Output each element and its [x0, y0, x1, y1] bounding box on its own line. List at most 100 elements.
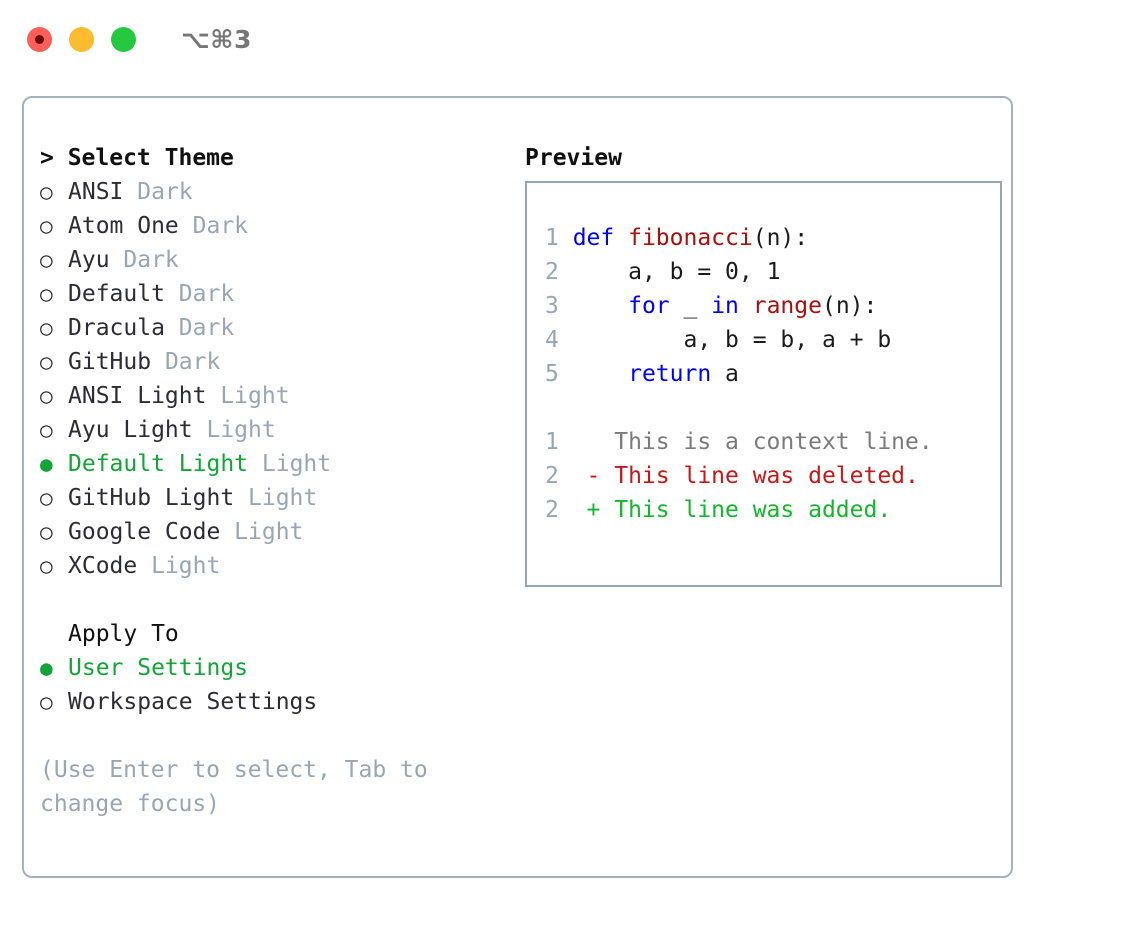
- theme-option-github-light[interactable]: ○GitHub Light Light: [40, 481, 510, 515]
- theme-option-kind: Light: [248, 485, 318, 511]
- theme-option-kind: Dark: [178, 315, 235, 341]
- theme-option-xcode[interactable]: ○ XCode Light: [40, 549, 510, 583]
- radio-unselected-icon: ○: [40, 180, 53, 204]
- radio-unselected-icon: ○: [40, 384, 53, 408]
- theme-option-label: XCode: [68, 553, 152, 579]
- select-theme-heading: > Select Theme: [40, 145, 234, 171]
- diff-line: 2 - This line was deleted.: [545, 459, 1000, 493]
- minimize-button[interactable]: [69, 26, 94, 52]
- theme-option-label: Google Code: [68, 519, 235, 545]
- theme-option-label: Dracula: [68, 315, 179, 341]
- radio-selected-icon: ●: [40, 452, 53, 476]
- diff-line: 1 This is a context line.: [545, 425, 1000, 459]
- code-token: def: [572, 225, 629, 251]
- code-token: in: [711, 293, 753, 319]
- diff-sample: 1 This is a context line.2 - This line w…: [545, 425, 1000, 527]
- window-controls: [27, 26, 136, 52]
- theme-option-kind: Dark: [137, 179, 193, 205]
- code-line: 1 def fibonacci(n):: [545, 221, 1000, 255]
- code-line: 3 for _ in range(n):: [545, 289, 1000, 323]
- theme-option-ayu-light[interactable]: ○Ayu Light Light: [40, 413, 510, 447]
- radio-unselected-icon: ○: [40, 350, 53, 374]
- diff-line-number: 1: [545, 429, 587, 455]
- code-token: a, b = 0, 1: [572, 259, 781, 285]
- code-token: (n):: [821, 293, 878, 319]
- recording-indicator-icon: [35, 34, 44, 44]
- maximize-button[interactable]: [111, 26, 136, 52]
- theme-option-label: Ayu Light: [68, 417, 207, 443]
- keyboard-shortcut-label: ⌥⌘3: [181, 24, 252, 54]
- radio-selected-icon: ●: [40, 656, 53, 680]
- theme-option-label: ANSI: [68, 179, 138, 205]
- theme-option-dracula[interactable]: ○Dracula Dark: [40, 311, 510, 345]
- code-line-number: 5: [545, 361, 573, 387]
- diff-line-text: + This line was added.: [586, 497, 892, 523]
- code-token: [573, 361, 628, 387]
- radio-unselected-icon: ○: [40, 520, 53, 544]
- theme-option-google-code[interactable]: ○ Google Code Light: [40, 515, 510, 549]
- theme-option-label: Default Light: [68, 451, 262, 477]
- apply-to-option-workspace-settings[interactable]: ○ Workspace Settings: [40, 685, 510, 719]
- theme-option-label: ANSI Light: [68, 383, 221, 409]
- apply-to-option-user-settings[interactable]: ● User Settings: [40, 651, 510, 685]
- theme-option-kind: Dark: [123, 247, 179, 273]
- code-token: _: [669, 293, 712, 319]
- radio-unselected-icon: ○: [40, 554, 53, 578]
- code-token: [573, 293, 628, 319]
- theme-option-kind: Light: [261, 451, 332, 477]
- code-line-number: 4: [545, 327, 573, 353]
- code-token: return: [628, 361, 712, 387]
- theme-option-ansi-light[interactable]: ○ ANSI Light Light: [40, 379, 510, 413]
- code-line-number: 3: [545, 293, 573, 319]
- apply-to-heading: Apply To: [68, 621, 179, 647]
- apply-to-option-label: User Settings: [68, 655, 249, 681]
- theme-list: ○ANSI Dark○Atom One Dark○Ayu Dark○Defaul…: [40, 175, 510, 583]
- radio-unselected-icon: ○: [40, 486, 53, 510]
- apply-to-option-label: Workspace Settings: [68, 689, 318, 715]
- code-line-number: 1: [545, 225, 573, 251]
- diff-line-text: - This line was deleted.: [586, 463, 919, 489]
- radio-unselected-icon: ○: [40, 418, 53, 442]
- preview-pane: Preview 1 def fibonacci(n):2 a, b = 0, 1…: [510, 141, 1011, 876]
- code-diff-gap: [545, 391, 1000, 425]
- keyboard-hint: (Use Enter to select, Tab to change focu…: [40, 757, 428, 817]
- code-line-number: 2: [545, 259, 573, 285]
- title-bar: ⌥⌘3: [0, 0, 1140, 78]
- theme-option-kind: Light: [151, 553, 221, 579]
- theme-selector-card: > Select Theme ○ANSI Dark○Atom One Dark○…: [22, 96, 1013, 878]
- theme-option-github[interactable]: ○GitHub Dark: [40, 345, 510, 379]
- radio-unselected-icon: ○: [40, 214, 53, 238]
- theme-option-label: Default: [68, 281, 179, 307]
- theme-option-default[interactable]: ○Default Dark: [40, 277, 510, 311]
- diff-line: 2 + This line was added.: [545, 493, 1000, 527]
- code-token: a: [711, 361, 739, 387]
- theme-option-kind: Dark: [192, 213, 249, 239]
- code-token: fibonacci: [628, 225, 753, 251]
- code-line: 4 a, b = b, a + b: [545, 323, 1000, 357]
- diff-line-number: 2: [545, 497, 587, 523]
- list-spacer: [40, 583, 510, 617]
- theme-option-atom-one[interactable]: ○ Atom One Dark: [40, 209, 510, 243]
- apply-to-list: ● User Settings ○ Workspace Settings: [40, 651, 510, 719]
- theme-option-label: Atom One: [68, 213, 193, 239]
- theme-list-pane: > Select Theme ○ANSI Dark○Atom One Dark○…: [40, 141, 510, 876]
- theme-option-default-light[interactable]: ● Default Light Light: [40, 447, 510, 481]
- theme-option-ayu[interactable]: ○Ayu Dark: [40, 243, 510, 277]
- radio-unselected-icon: ○: [40, 690, 53, 714]
- theme-option-kind: Light: [220, 383, 290, 409]
- code-line: 5 return a: [545, 357, 1000, 391]
- code-token: for: [628, 293, 670, 319]
- theme-option-ansi[interactable]: ○ ANSI Dark: [40, 175, 510, 209]
- radio-unselected-icon: ○: [40, 248, 53, 272]
- diff-line-number: 2: [545, 463, 587, 489]
- theme-option-kind: Dark: [178, 281, 235, 307]
- code-token: range: [752, 293, 822, 319]
- theme-option-kind: Light: [234, 519, 304, 545]
- code-line: 2 a, b = 0, 1: [545, 255, 1000, 289]
- close-button[interactable]: [27, 26, 52, 52]
- code-token: a, b = b, a + b: [572, 327, 892, 353]
- preview-heading: Preview: [525, 145, 622, 171]
